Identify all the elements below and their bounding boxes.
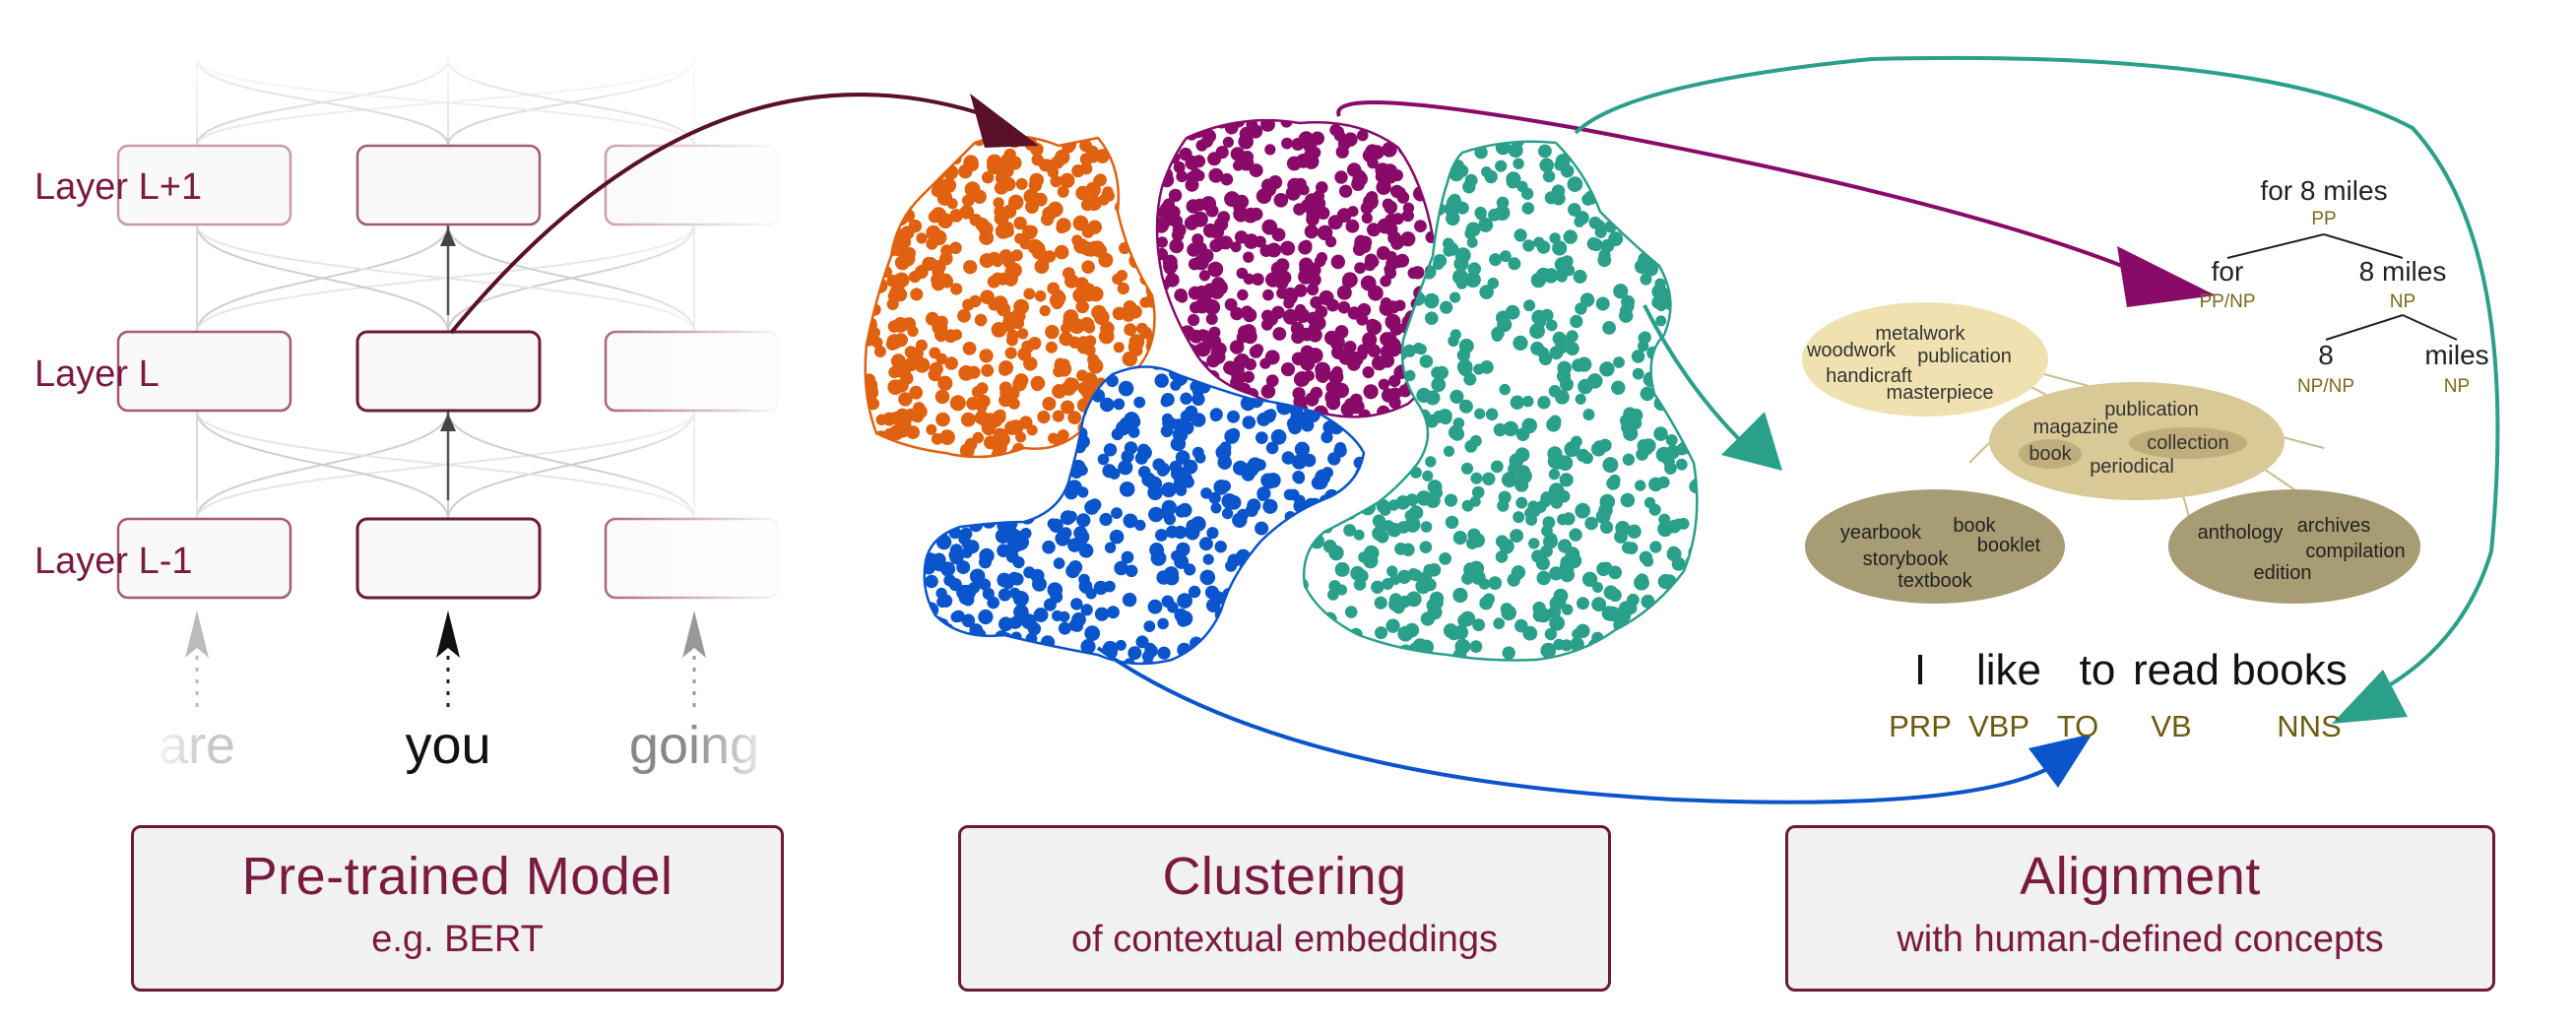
sentence-word-4: books: [2231, 646, 2347, 694]
arrow-teal-to-concepts: [1642, 304, 1745, 445]
concept-right-word-0: anthology: [2198, 522, 2284, 544]
panel-pretrained-title: Pre-trained Model: [241, 847, 674, 906]
tree-left-tag: PP/NP: [2199, 291, 2255, 312]
connector-arrows: [449, 55, 2500, 804]
concept-left-word-3: storybook: [1863, 548, 1950, 570]
panel-pretrained-model: Pre-trained Model e.g. BERT: [131, 825, 784, 992]
clusters: [864, 118, 1699, 666]
layer-box-mid-center: [355, 330, 542, 413]
arrow-model-to-clusters: [449, 93, 996, 335]
pos-sentence: I like to read books PRP VBP TO VB NNS: [1889, 646, 2348, 743]
concept-top-word-4: masterpiece: [1887, 382, 1994, 404]
pos-tag-3: VB: [2151, 709, 2191, 743]
panel-clustering-title: Clustering: [1162, 847, 1407, 906]
pos-tag-0: PRP: [1889, 709, 1952, 743]
layer-box-mid-left: [116, 330, 292, 413]
model-diagram: Layer L+1 Layer L Layer L-1 are you goin…: [34, 30, 807, 788]
concept-center-word-4: periodical: [2090, 456, 2174, 478]
concept-left-word-1: book: [1953, 515, 1996, 537]
layer-label-top: Layer L+1: [34, 166, 202, 208]
tree-right-word: 8 miles: [2359, 256, 2447, 287]
token-center: you: [405, 716, 490, 775]
concept-right-word-1: archives: [2297, 515, 2370, 537]
cluster-purple: [1155, 118, 1449, 418]
concept-ellipse-top: metalwork woodwork publication handicraf…: [1802, 302, 2048, 417]
concept-right-word-2: compilation: [2305, 541, 2405, 562]
layer-box-bottom-left: [116, 517, 292, 600]
concept-center-word-1: magazine: [2033, 417, 2119, 438]
panel-alignment-subtitle: with human-defined concepts: [1897, 919, 2384, 960]
layer-label-bottom: Layer L-1: [34, 541, 193, 582]
concept-left-word-4: textbook: [1898, 570, 1973, 592]
arrow-blue-to-vb: [1096, 646, 2060, 804]
layer-box-bottom-center: [355, 517, 542, 600]
concept-center-word-2: book: [2029, 443, 2072, 465]
tree-rr-tag: NP: [2444, 376, 2470, 397]
concept-center-word-3: collection: [2147, 432, 2228, 454]
concept-right-word-3: edition: [2254, 562, 2312, 584]
concept-center-word-0: publication: [2104, 399, 2199, 420]
tree-right-tag: NP: [2390, 291, 2415, 312]
concept-ellipse-right: anthology archives compilation edition: [2168, 489, 2420, 604]
concept-top-word-2: publication: [1917, 346, 2012, 367]
concept-left-word-0: yearbook: [1840, 522, 1922, 544]
cluster-teal: [1303, 140, 1699, 662]
concept-ellipse-center: publication magazine book collection per…: [1989, 382, 2285, 500]
tree-rr-word: miles: [2424, 340, 2488, 370]
panel-alignment: Alignment with human-defined concepts: [1785, 825, 2495, 992]
sentence-word-2: to: [2080, 646, 2116, 694]
concept-hierarchy: metalwork woodwork publication handicraf…: [1802, 302, 2420, 604]
parse-tree: for 8 miles PP for PP/NP 8 miles NP 8 NP…: [2199, 175, 2488, 397]
concept-top-word-1: woodwork: [1806, 340, 1897, 361]
input-arrows: [185, 610, 706, 707]
tree-rl-tag: NP/NP: [2297, 376, 2354, 397]
layer-label-mid: Layer L: [34, 353, 160, 395]
pos-tag-4: NNS: [2277, 709, 2341, 743]
sentence-word-1: like: [1976, 646, 2041, 694]
arrow-purple-to-tree: [1336, 100, 2148, 278]
pos-tag-1: VBP: [1968, 709, 2029, 743]
layer-box-top-center: [355, 144, 542, 226]
panel-clustering-subtitle: of contextual embeddings: [1070, 919, 1499, 960]
sentence-word-3: read: [2133, 646, 2220, 694]
concept-top-word-3: handicraft: [1826, 365, 1912, 387]
sentence-word-0: I: [1914, 646, 1926, 694]
concept-top-word-0: metalwork: [1875, 323, 1965, 345]
panel-clustering: Clustering of contextual embeddings: [958, 825, 1611, 992]
concept-left-word-2: booklet: [1977, 535, 2041, 556]
pos-tag-2: TO: [2057, 709, 2099, 743]
panel-pretrained-subtitle: e.g. BERT: [371, 919, 544, 960]
arrow-teal-to-nns: [1574, 55, 2500, 699]
panel-alignment-title: Alignment: [2020, 847, 2261, 906]
tree-root-tag: PP: [2311, 209, 2336, 229]
tree-root-word: for 8 miles: [2260, 175, 2387, 206]
tree-rl-word: 8: [2318, 340, 2334, 370]
cluster-blue: [923, 365, 1366, 666]
concept-ellipse-left: yearbook book booklet storybook textbook: [1805, 489, 2065, 604]
tree-left-word: for: [2212, 256, 2244, 287]
